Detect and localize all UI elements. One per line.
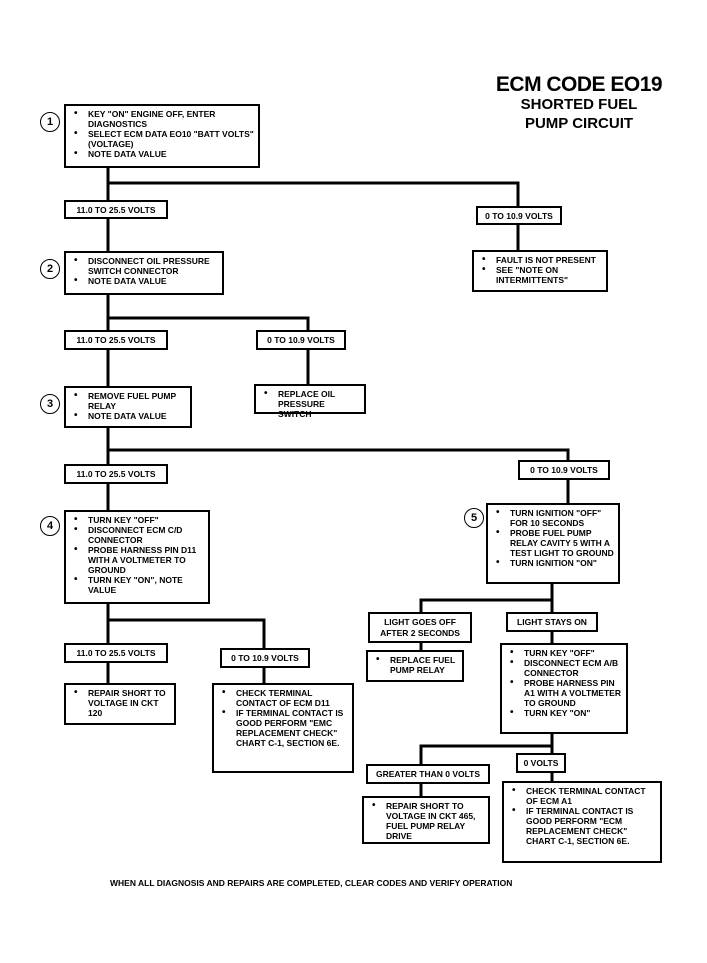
step-3-branch-low: 0 TO 10.9 VOLTS: [518, 460, 610, 480]
step-1-item: KEY "ON" ENGINE OFF, ENTER DIAGNOSTICS: [72, 109, 254, 129]
step-5-item: TURN IGNITION "OFF" FOR 10 SECONDS: [494, 508, 614, 528]
step-2-branch-low: 0 TO 10.9 VOLTS: [256, 330, 346, 350]
step-1-branch-low: 0 TO 10.9 VOLTS: [476, 206, 562, 225]
result-item: PROBE HARNESS PIN A1 WITH A VOLTMETER TO…: [508, 678, 622, 708]
footer-note: WHEN ALL DIAGNOSIS AND REPAIRS ARE COMPL…: [110, 878, 513, 888]
result-item: TURN KEY "OFF": [508, 648, 622, 658]
result-check-a1: CHECK TERMINAL CONTACT OF ECM A1 IF TERM…: [502, 781, 662, 863]
step-4-branch-low: 0 TO 10.9 VOLTS: [220, 648, 310, 668]
step-2-item: NOTE DATA VALUE: [72, 276, 218, 286]
result-check-d11: CHECK TERMINAL CONTACT OF ECM D11 IF TER…: [212, 683, 354, 773]
result-item: SEE "NOTE ON INTERMITTENTS": [480, 265, 602, 285]
result-item: FAULT IS NOT PRESENT: [480, 255, 602, 265]
step-number-1: 1: [40, 112, 60, 132]
diagram-title: ECM CODE EO19: [495, 73, 663, 96]
step-4-item: DISCONNECT ECM C/D CONNECTOR: [72, 525, 204, 545]
result-item: DISCONNECT ECM A/B CONNECTOR: [508, 658, 622, 678]
result-item: CHECK TERMINAL CONTACT OF ECM A1: [510, 786, 656, 806]
result-item: REPLACE OIL PRESSURE SWITCH: [262, 389, 360, 419]
step-4-item: PROBE HARNESS PIN D11 WITH A VOLTMETER T…: [72, 545, 204, 575]
step-4-item: TURN KEY "ON", NOTE VALUE: [72, 575, 204, 595]
step-1-branch-high: 11.0 TO 25.5 VOLTS: [64, 200, 168, 219]
result-item: TURN KEY "ON": [508, 708, 622, 718]
step-3-item: REMOVE FUEL PUMP RELAY: [72, 391, 186, 411]
diagram-subtitle-line1: SHORTED FUEL: [520, 96, 638, 113]
result-replace-oil-switch: REPLACE OIL PRESSURE SWITCH: [254, 384, 366, 419]
step-3-branch-high: 11.0 TO 25.5 VOLTS: [64, 464, 168, 484]
step-2-box: DISCONNECT OIL PRESSURE SWITCH CONNECTOR…: [64, 251, 224, 295]
result-item: IF TERMINAL CONTACT IS GOOD PERFORM "ECM…: [510, 806, 656, 846]
result-item: CHECK TERMINAL CONTACT OF ECM D11: [220, 688, 348, 708]
result-fault-not-present: FAULT IS NOT PRESENT SEE "NOTE ON INTERM…: [472, 250, 608, 292]
step-4-box: TURN KEY "OFF" DISCONNECT ECM C/D CONNEC…: [64, 510, 210, 604]
step-number-3: 3: [40, 394, 60, 414]
result-probe-a1: TURN KEY "OFF" DISCONNECT ECM A/B CONNEC…: [500, 643, 628, 734]
step-1-item: NOTE DATA VALUE: [72, 149, 254, 159]
step-3-box: REMOVE FUEL PUMP RELAY NOTE DATA VALUE: [64, 386, 192, 428]
step-1-box: KEY "ON" ENGINE OFF, ENTER DIAGNOSTICS S…: [64, 104, 260, 168]
step-2-branch-high: 11.0 TO 25.5 VOLTS: [64, 330, 168, 350]
result-item: REPLACE FUEL PUMP RELAY: [374, 655, 458, 675]
result-repair-ckt-465: REPAIR SHORT TO VOLTAGE IN CKT 465, FUEL…: [362, 796, 490, 844]
step-5-item: PROBE FUEL PUMP RELAY CAVITY 5 WITH A TE…: [494, 528, 614, 558]
result-replace-relay: REPLACE FUEL PUMP RELAY: [366, 650, 464, 682]
step-number-2: 2: [40, 259, 60, 279]
final-branch-0-volts: 0 VOLTS: [516, 753, 566, 773]
step-1-item: SELECT ECM DATA EO10 "BATT VOLTS" (VOLTA…: [72, 129, 254, 149]
step-3-item: NOTE DATA VALUE: [72, 411, 186, 421]
result-item: REPAIR SHORT TO VOLTAGE IN CKT 120: [72, 688, 170, 718]
step-2-item: DISCONNECT OIL PRESSURE SWITCH CONNECTOR: [72, 256, 218, 276]
step-5-box: TURN IGNITION "OFF" FOR 10 SECONDS PROBE…: [486, 503, 620, 584]
diagram-subtitle-line2: PUMP CIRCUIT: [524, 115, 634, 132]
step-5-item: TURN IGNITION "ON": [494, 558, 614, 568]
step-number-4: 4: [40, 516, 60, 536]
result-item: IF TERMINAL CONTACT IS GOOD PERFORM "EMC…: [220, 708, 348, 748]
step-5-branch-light-on: LIGHT STAYS ON: [506, 612, 598, 632]
final-branch-greater-than-0: GREATER THAN 0 VOLTS: [366, 764, 490, 784]
step-5-branch-light-off: LIGHT GOES OFF AFTER 2 SECONDS: [368, 612, 472, 643]
step-number-5: 5: [464, 508, 484, 528]
step-4-branch-high: 11.0 TO 25.5 VOLTS: [64, 643, 168, 663]
result-repair-ckt-120: REPAIR SHORT TO VOLTAGE IN CKT 120: [64, 683, 176, 725]
step-4-item: TURN KEY "OFF": [72, 515, 204, 525]
result-item: REPAIR SHORT TO VOLTAGE IN CKT 465, FUEL…: [370, 801, 484, 841]
